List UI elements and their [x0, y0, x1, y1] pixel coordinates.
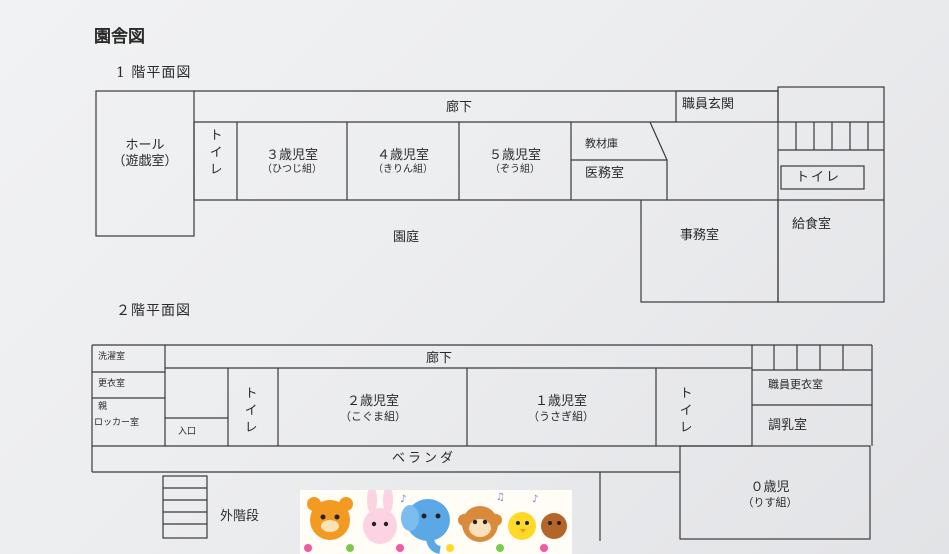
materials-label: 教材庫: [585, 137, 618, 150]
parent-locker-label-1: 親: [98, 402, 108, 412]
floor1-walls: [95, 86, 885, 303]
bear-icon: [307, 497, 353, 540]
room1-sub: （うさぎ組）: [528, 409, 594, 423]
floor2-walls: [91, 344, 873, 541]
chick-icon: [508, 512, 536, 540]
kitchen-block: [777, 86, 885, 303]
f1-toilet-label: トイレ: [206, 128, 222, 179]
svg-text:♫: ♫: [496, 492, 505, 503]
kitchen-toilet-box: [780, 165, 865, 190]
room0-name: ０歳児: [750, 480, 790, 495]
room3-label: ３歳児室 （ひつじ組）: [238, 148, 346, 176]
music-notes-icon: ♪ ♫ ♪: [400, 492, 538, 505]
garden-label: 園庭: [393, 230, 420, 245]
laundry-label: 洗濯室: [98, 352, 126, 362]
animal-sticker-illustration: ♪ ♫ ♪: [300, 490, 572, 554]
f1-toilet2-label: トイレ: [796, 170, 842, 185]
hall-name: ホール: [125, 138, 165, 153]
f2-corridor-label: 廊下: [426, 351, 453, 366]
f2-toilet-label: トイレ: [241, 386, 257, 437]
room5-sub: （ぞう組）: [490, 163, 540, 175]
room2-name: ２歳児室: [346, 394, 399, 409]
room2-sub: （こぐま組）: [340, 409, 406, 423]
staff-changing-label: 職員更衣室: [768, 378, 823, 391]
svg-text:♪: ♪: [400, 494, 406, 505]
svg-text:♪: ♪: [532, 494, 538, 505]
room1-name: １歳児室: [534, 394, 587, 409]
room0-sub: （りす組）: [742, 495, 798, 509]
parent-locker-label-2: ロッカー室: [94, 418, 140, 428]
f2-toilet2-label: トイレ: [676, 386, 692, 437]
room5-label: ５歳児室 （ぞう組）: [460, 148, 570, 176]
medical-label: 医務室: [585, 166, 625, 181]
room0-box: [679, 445, 871, 540]
room0-label: ０歳児 （りす組）: [700, 480, 840, 509]
kitchen-label: 給食室: [792, 217, 832, 232]
room2-label: ２歳児室 （こぐま組）: [280, 394, 466, 423]
rabbit-icon: [363, 490, 397, 544]
floor1-label: 1 階平面図: [116, 65, 192, 81]
page-title: 園舎図: [94, 27, 145, 47]
office-room: [640, 199, 779, 303]
outer-stairs-box: [162, 475, 208, 539]
formula-label: 調乳室: [768, 418, 808, 433]
hall-sub: （遊戯室）: [112, 153, 178, 169]
room3-name: ３歳児室: [265, 148, 318, 163]
room4-label: ４歳児室 （きりん組）: [348, 148, 458, 176]
f1-corridor-label: 廊下: [446, 100, 473, 115]
staff-entrance-label: 職員玄関: [682, 97, 735, 112]
veranda-label: ベランダ: [392, 451, 457, 466]
elephant-icon: [401, 499, 450, 554]
office-label: 事務室: [680, 228, 720, 243]
room4-name: ４歳児室: [376, 148, 429, 163]
room3-sub: （ひつじ組）: [262, 163, 322, 175]
outer-stairs-label: 外階段: [220, 509, 260, 524]
squirrel-icon: [541, 513, 567, 539]
hall-label: ホール （遊戯室）: [100, 138, 190, 169]
floor2-label: ２階平面図: [116, 303, 191, 319]
flowers-icon: [304, 544, 548, 552]
room1-label: １歳児室 （うさぎ組）: [468, 394, 654, 423]
entrance-label: 入口: [178, 427, 197, 437]
room5-name: ５歳児室: [488, 148, 541, 163]
changing-label: 更衣室: [98, 379, 126, 389]
room4-sub: （きりん組）: [373, 163, 433, 175]
monkey-icon: [458, 506, 502, 542]
